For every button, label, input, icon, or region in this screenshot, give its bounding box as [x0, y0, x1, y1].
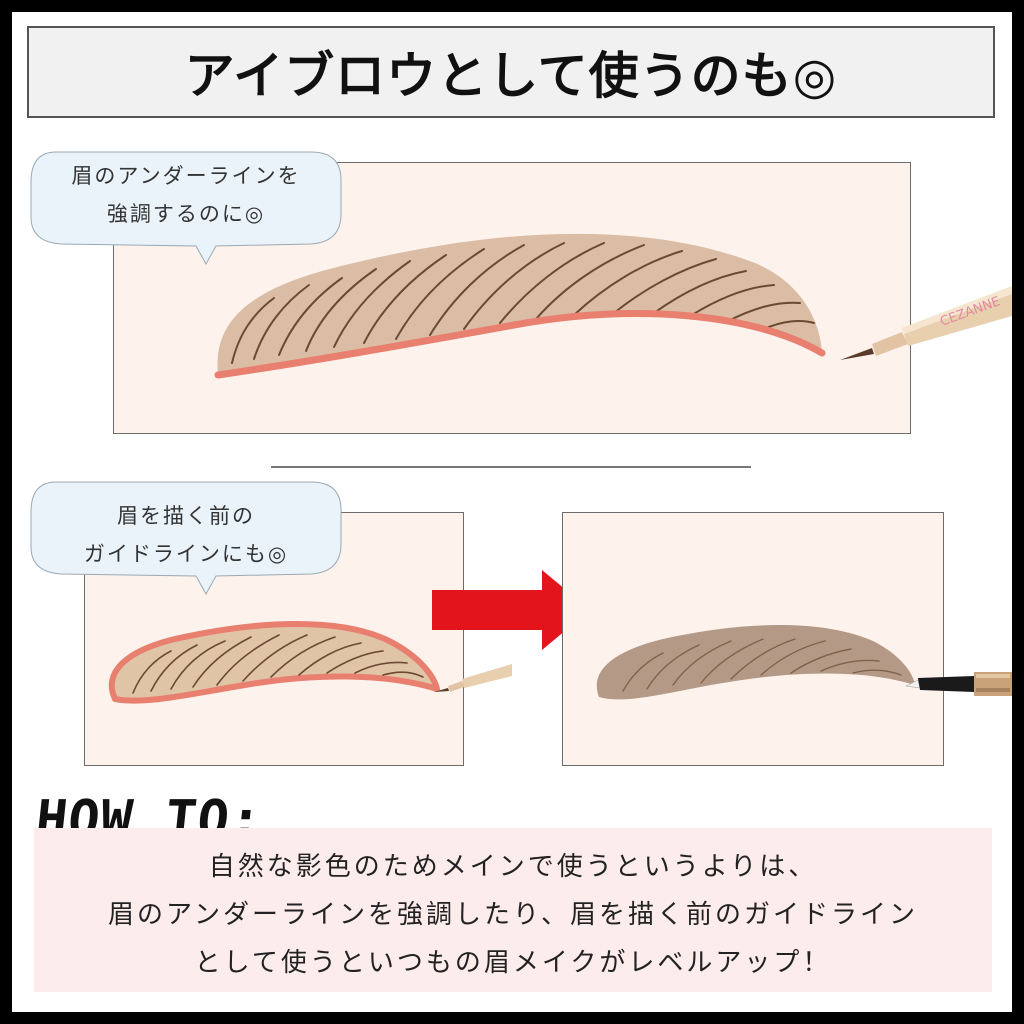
bubble-bottom-line-2: ガイドラインにも◎	[83, 542, 289, 566]
eyebrow-underline-illustration	[214, 233, 826, 379]
eyeliner-pencil-small-icon	[434, 664, 512, 692]
page-title: アイブロウとして使うのも◎	[184, 47, 838, 105]
eyebrow-shape	[217, 233, 822, 373]
howto-line-3: として使うといつもの眉メイクがレベルアップ！	[194, 948, 832, 978]
eyebrow-finished-illustration	[596, 625, 915, 700]
bubble-top-line-2: 強調するのに◎	[106, 202, 266, 226]
speech-bubble-top-shape	[30, 151, 342, 266]
eyebrow-outline-shape	[108, 620, 440, 704]
howto-line-1: 自然な影色のためメインで使うというよりは、	[208, 852, 818, 882]
speech-bubble-top: 眉のアンダーラインを 強調するのに◎	[26, 142, 346, 272]
guideline-after-panel	[562, 512, 944, 766]
brow-pencil-icon	[905, 672, 1012, 696]
eyeliner-pencil-icon: CEZANNE	[840, 286, 1012, 360]
underline-illustration-panel	[113, 162, 911, 434]
right-arrow-icon	[432, 570, 590, 650]
eyebrow-hairs-small	[132, 634, 424, 694]
eyebrow-hairs-finished	[622, 638, 902, 692]
howto-description-box: 自然な影色のためメインで使うというよりは、 眉のアンダーラインを強調したり、眉を…	[34, 828, 992, 992]
eyebrow-underline-stroke	[214, 310, 826, 379]
section-divider	[271, 466, 751, 468]
eyebrow-filled-shape	[596, 625, 915, 700]
howto-line-2: 眉のアンダーラインを強調したり、眉を描く前のガイドライン	[108, 900, 918, 930]
title-banner: アイブロウとして使うのも◎	[27, 26, 995, 118]
speech-bubble-bottom: 眉を描く前の ガイドラインにも◎	[26, 472, 346, 602]
bubble-bottom-line-1: 眉を描く前の	[117, 504, 255, 528]
page-canvas: アイブロウとして使うのも◎	[12, 12, 1012, 1012]
eyebrow-guideline-illustration	[108, 620, 440, 704]
speech-bubble-bottom-shape	[30, 481, 342, 596]
bubble-top-line-1: 眉のアンダーラインを	[71, 164, 301, 188]
